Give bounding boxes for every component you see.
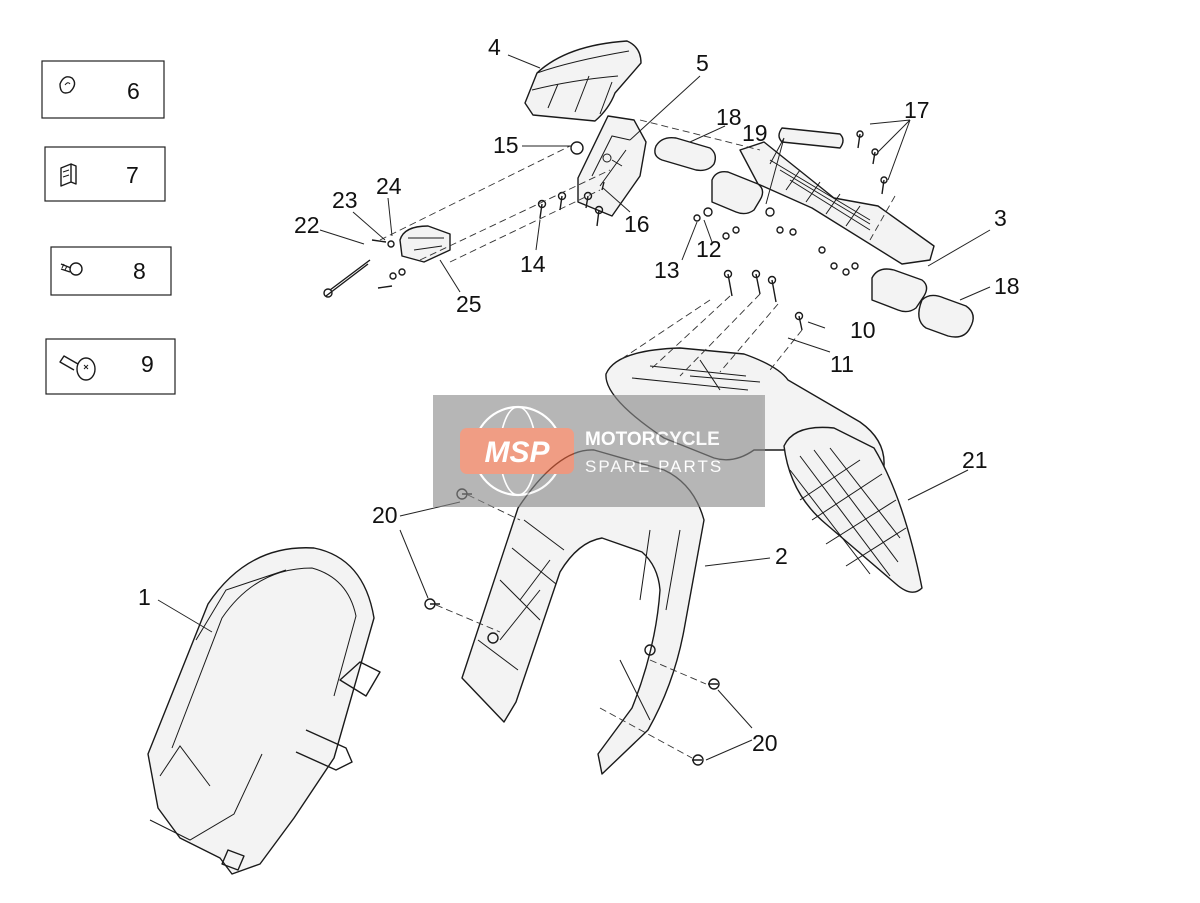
callout-4: 4: [488, 34, 501, 60]
legend-box-7: 7: [44, 146, 166, 202]
callout-20-right: 20: [752, 730, 778, 756]
callout-16: 16: [624, 211, 650, 237]
watermark: MSP MOTORCYCLE SPARE PARTS: [433, 395, 765, 507]
legend-box-8: 8: [50, 246, 172, 296]
screws-17: [856, 130, 888, 195]
callout-3: 3: [994, 205, 1007, 231]
legend-box-6: 6: [41, 60, 165, 119]
callout-2: 2: [775, 543, 788, 569]
watermark-line1: MOTORCYCLE: [585, 429, 720, 450]
callout-10: 10: [850, 317, 876, 343]
grommet-icon: [59, 76, 76, 94]
watermark-line2: SPARE PARTS: [585, 457, 723, 476]
part-25-housing: [323, 225, 451, 298]
washers-12-13: [693, 207, 859, 276]
callout-15: 15: [493, 132, 519, 158]
flange-screw-icon: [59, 355, 96, 381]
clip-nut-icon: [60, 163, 77, 187]
leader-lines: [157, 54, 991, 761]
part-1-front-mudguard: [147, 547, 381, 875]
legend-number-6: 6: [127, 78, 140, 104]
callout-18-right: 18: [994, 273, 1020, 299]
legend-number-7: 7: [126, 162, 139, 188]
callout-24: 24: [376, 173, 402, 199]
msp-logo-text: MSP: [484, 436, 550, 469]
callout-17: 17: [904, 97, 930, 123]
callout-11: 11: [830, 351, 854, 377]
callout-21: 21: [962, 447, 988, 473]
legend-number-9: 9: [141, 351, 154, 377]
screw-icon: [60, 262, 83, 276]
callout-1: 1: [138, 584, 151, 610]
part-5-bracket: [570, 115, 647, 217]
callout-12: 12: [696, 236, 722, 262]
legend-box-9: 9: [45, 338, 176, 395]
indicator-18-left: [654, 136, 764, 215]
callout-18-left: 18: [716, 104, 742, 130]
callout-13: 13: [654, 257, 680, 283]
callout-23: 23: [332, 187, 358, 213]
callout-5: 5: [696, 50, 709, 76]
callout-20-left: 20: [372, 502, 398, 528]
part-3-plate-holder: [739, 127, 935, 265]
bolts-10-11: [723, 269, 804, 331]
msp-logo-badge: [460, 428, 574, 474]
callout-numbers: 1 2 3 4 5 10 11 12 13 14 15 16 17 18 18 …: [138, 34, 1020, 756]
callout-19: 19: [742, 120, 768, 146]
callout-14: 14: [520, 251, 546, 277]
callout-22: 22: [294, 212, 320, 238]
part-4-cover: [524, 40, 642, 122]
assembly-lines: [379, 119, 896, 759]
indicator-18-right: [871, 268, 974, 338]
legend-number-8: 8: [133, 258, 146, 284]
callout-25: 25: [456, 291, 482, 317]
